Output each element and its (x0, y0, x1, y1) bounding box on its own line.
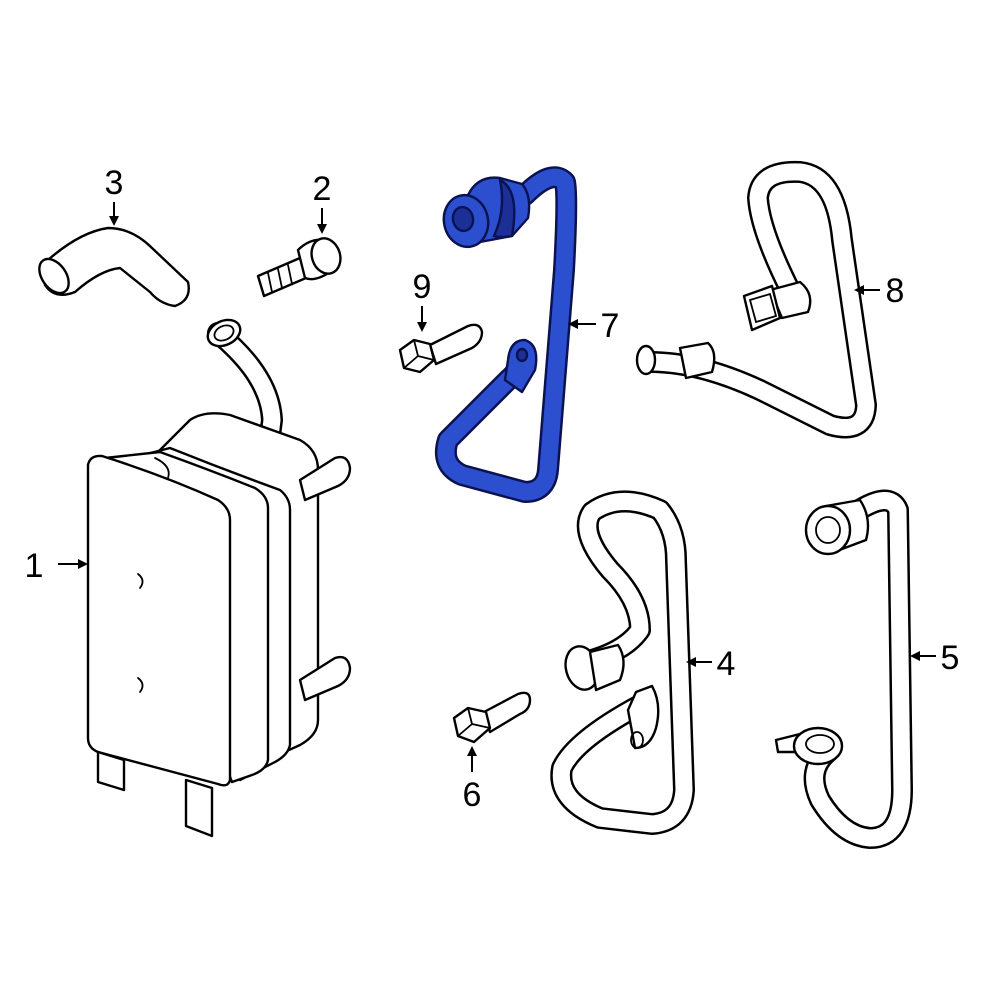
callout-arrowhead-8 (854, 285, 864, 295)
callout-label-6: 6 (463, 776, 482, 814)
callout-label-1: 1 (25, 547, 44, 585)
callout-arrowhead-7 (568, 319, 578, 329)
part-5-hose[interactable] (774, 489, 913, 849)
callout-label-8: 8 (886, 272, 905, 310)
callout-label-5: 5 (941, 639, 960, 677)
part-9-bolt[interactable] (398, 323, 484, 374)
callout-arrowhead-3 (109, 216, 119, 226)
part-4-hose[interactable] (550, 490, 695, 835)
part-3-hose[interactable] (33, 226, 190, 308)
part-8-hose[interactable] (635, 160, 877, 439)
callout-arrows (58, 202, 936, 772)
callout-arrowhead-9 (417, 322, 427, 332)
part-1-oil-cooler[interactable] (86, 315, 352, 838)
callout-arrowhead-2 (317, 224, 327, 234)
part-7-hose-highlighted[interactable] (434, 166, 578, 503)
callout-label-9: 9 (413, 268, 432, 306)
callout-labels: 1 2 3 4 5 6 7 8 9 (25, 164, 960, 814)
callout-arrowhead-4 (686, 657, 696, 667)
callout-arrowhead-1 (78, 559, 88, 569)
part-6-bolt[interactable] (452, 691, 532, 744)
callout-label-2: 2 (313, 170, 332, 208)
callout-arrowhead-5 (910, 651, 920, 661)
callout-label-3: 3 (105, 164, 124, 202)
callout-label-4: 4 (717, 645, 736, 683)
callout-label-7: 7 (601, 307, 620, 345)
part-2-fitting[interactable] (256, 235, 345, 298)
callout-arrowhead-6 (467, 746, 477, 756)
